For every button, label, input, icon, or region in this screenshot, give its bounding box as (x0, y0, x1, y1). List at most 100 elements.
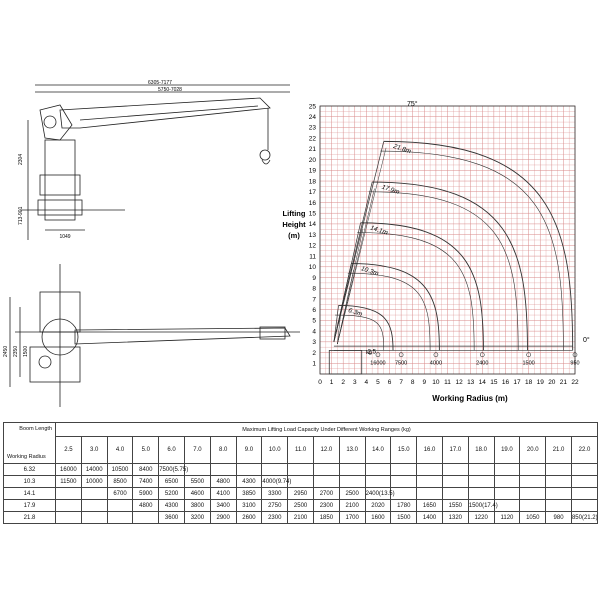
y-tick-label: 2 (312, 350, 316, 357)
x-tick-label: 10 (432, 379, 440, 386)
load-cell: 2700 (312, 487, 340, 500)
load-cell: 7500(5.75) (158, 463, 188, 476)
load-cell: 3600 (158, 511, 185, 524)
radius-header-cell: 16.0 (416, 436, 443, 464)
radius-header-cell: 10.0 (261, 436, 289, 464)
load-cell (312, 475, 340, 488)
y-tick-label: 17 (309, 189, 317, 196)
ylabel-line-1: Lifting (283, 209, 306, 218)
boom-arc-inner (357, 232, 475, 351)
hook-icon (479, 352, 485, 358)
load-cell (519, 463, 547, 476)
load-cell: 8400 (132, 463, 160, 476)
hook-icon (572, 352, 578, 358)
radius-header-cell: 22.0 (570, 436, 599, 464)
radius-header-cell: 21.0 (545, 436, 572, 464)
hook-icon (433, 352, 439, 358)
boom-arc-inner (380, 150, 564, 351)
load-cell: 4000(9.74) (261, 475, 291, 488)
y-tick-label: 11 (309, 253, 316, 260)
x-tick-label: 3 (353, 379, 357, 386)
load-cell: 4800 (132, 499, 160, 512)
y-tick-label: 7 (312, 296, 316, 303)
load-cell (519, 499, 547, 512)
load-cell (390, 475, 418, 488)
boom-arc (351, 263, 440, 351)
hook-icon (375, 352, 381, 358)
load-cell (570, 463, 599, 476)
radius-header-cell: 20.0 (519, 436, 547, 464)
tip-load-label: 950 (570, 360, 579, 366)
load-cell: 2500 (287, 499, 314, 512)
dim-total-label: 6305-7177 (148, 80, 172, 86)
load-cell: 1500 (390, 511, 418, 524)
load-cell: 2300 (312, 499, 340, 512)
load-cell: 14000 (80, 463, 108, 476)
x-tick-label: 19 (537, 379, 545, 386)
x-tick-label: 17 (513, 379, 521, 386)
boom-arc-inner (347, 272, 431, 351)
load-cell: 1500(17.4) (467, 499, 498, 512)
x-tick-label: 11 (444, 379, 451, 386)
load-cell (338, 475, 366, 488)
dim-height-label: 2304 (18, 154, 24, 165)
boom-arc-inner (335, 314, 385, 351)
load-cell (441, 463, 469, 476)
load-cell: 1700 (338, 511, 366, 524)
load-cell (519, 475, 547, 488)
radius-header-cell: 18.0 (467, 436, 495, 464)
y-tick-label: 24 (309, 114, 317, 121)
load-cell (80, 487, 108, 500)
tip-load-label: 1500 (523, 360, 535, 366)
load-cell: 1400 (416, 511, 443, 524)
boom-line (333, 141, 385, 342)
boom-line-inner (337, 229, 364, 345)
radius-header-cell: 6.0 (158, 436, 185, 464)
load-cell: 2600 (235, 511, 263, 524)
radius-header-cell: 8.0 (209, 436, 237, 464)
load-cell (441, 487, 469, 500)
y-tick-label: 4 (312, 328, 316, 335)
radius-header-cell: 11.0 (287, 436, 314, 464)
load-cell: 1600 (364, 511, 392, 524)
load-cell (338, 463, 366, 476)
x-tick-label: 21 (560, 379, 568, 386)
load-cell: 3200 (183, 511, 211, 524)
y-tick-label: 12 (309, 243, 317, 250)
y-tick-label: 8 (312, 286, 316, 293)
x-tick-label: 7 (399, 379, 403, 386)
y-tick-label: 18 (309, 178, 317, 185)
load-cell (80, 499, 108, 512)
boom-length-cell: 6.32 (3, 463, 56, 476)
hook-icon (526, 352, 531, 358)
kg-label: kg (366, 350, 372, 356)
load-cell: 3100 (235, 499, 263, 512)
y-tick-label: 22 (309, 135, 317, 142)
boom-top (74, 327, 291, 345)
table-title: Maximum Lifting Load Capacity Under Diff… (55, 422, 598, 437)
load-cell (106, 499, 134, 512)
x-tick-label: 22 (571, 379, 579, 386)
plot-frame (319, 105, 576, 375)
load-cell (312, 463, 340, 476)
boom (59, 97, 271, 129)
load-cell (132, 511, 160, 524)
load-cell (570, 475, 599, 488)
angle-75: 75° (407, 100, 418, 108)
y-tick-label: 15 (309, 211, 317, 218)
boom-length-cell: 21.8 (3, 511, 56, 524)
x-tick-label: 13 (467, 379, 475, 386)
radius-header-cell: 7.0 (183, 436, 211, 464)
tip-load-label: 7500 (395, 360, 407, 366)
x-tick-label: 0 (318, 379, 322, 386)
x-tick-label: 12 (455, 379, 463, 386)
y-tick-label: 3 (312, 339, 316, 346)
load-cell (209, 463, 237, 476)
load-cell (493, 487, 521, 500)
crane-top-view: 2450 2350 1500 (3, 264, 300, 407)
load-cell: 6500 (158, 475, 185, 488)
y-tick-label: 14 (309, 221, 317, 228)
